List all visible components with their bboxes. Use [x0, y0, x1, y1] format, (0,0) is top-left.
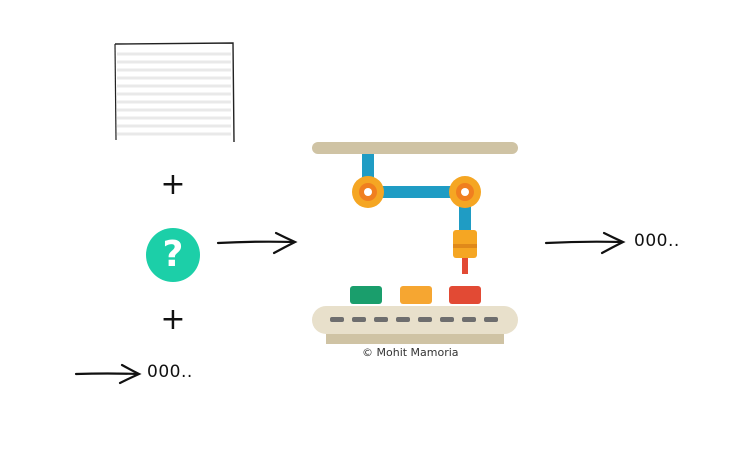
credit-label: © Mohit Mamoria	[362, 346, 459, 359]
plus-sign-bottom: +	[160, 302, 186, 337]
arrow-right-icon	[74, 363, 142, 385]
robot-arm-machine-icon	[312, 142, 518, 344]
input-sequence-label: 000..	[147, 362, 193, 382]
output-sequence-label: 000..	[634, 231, 680, 251]
question-icon: ?	[146, 228, 200, 282]
arrow-right-icon	[544, 231, 626, 255]
plus-sign-top: +	[160, 167, 186, 202]
arrow-right-icon	[216, 231, 298, 255]
document-sheet-icon	[114, 42, 235, 143]
